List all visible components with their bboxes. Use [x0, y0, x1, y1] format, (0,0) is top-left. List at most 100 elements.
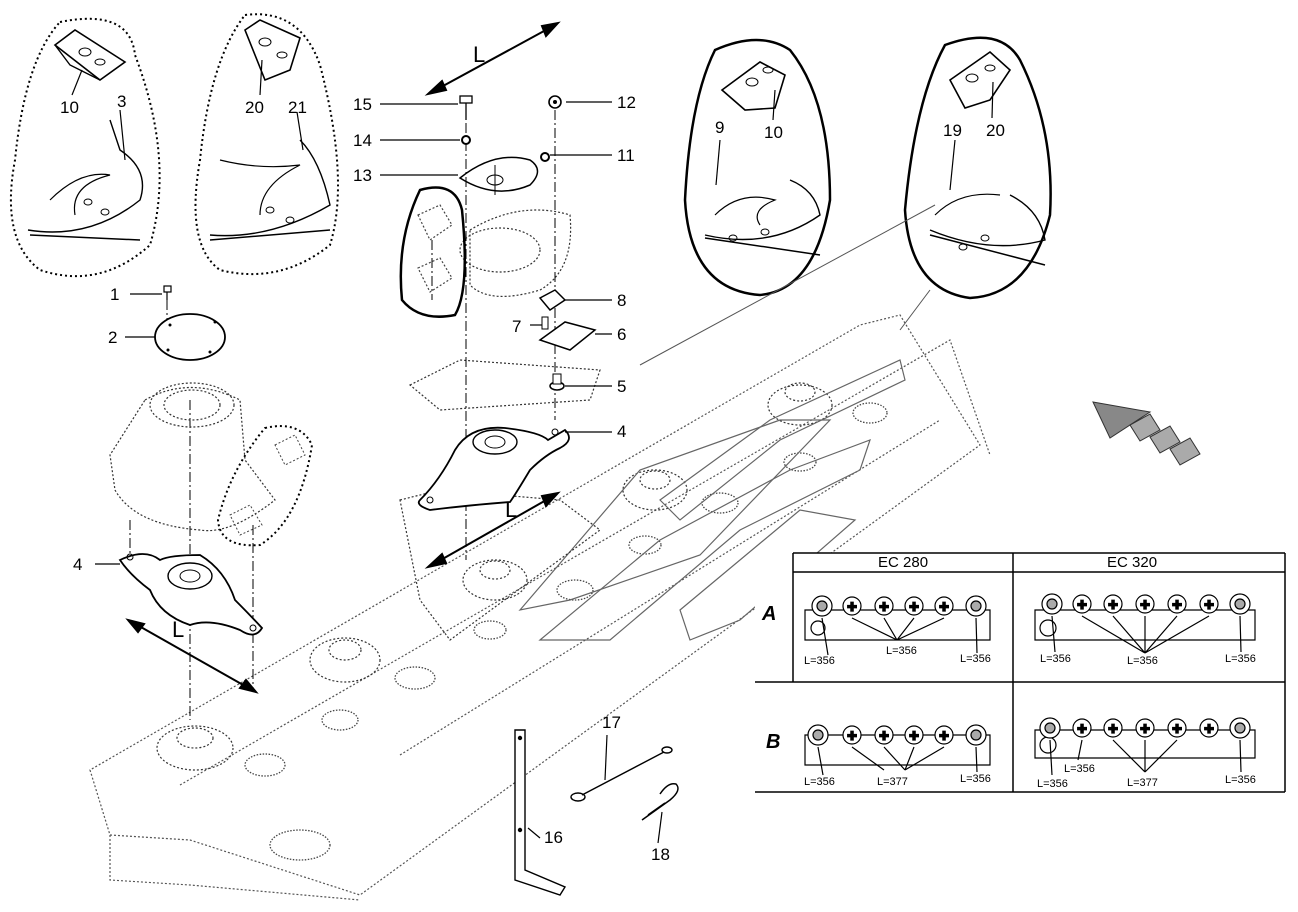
lynch-pin-18: [641, 782, 679, 821]
schematic-a-ec320: ✚ ✚ ✚ ✚ ✚: [1034, 593, 1256, 654]
dim-label-top: L: [473, 42, 485, 67]
col-header-ec280: EC 280: [878, 554, 928, 571]
knife-holder-bubble: [399, 186, 467, 318]
dim-label-middle: L: [505, 497, 517, 522]
schematic-b-ec320: ✚ ✚ ✚ ✚ ✚: [1034, 717, 1256, 776]
callout-5: 5: [617, 377, 626, 396]
svg-text:✚: ✚: [909, 600, 919, 614]
b-ec320-right: L=356: [1225, 774, 1256, 786]
layout-table: EC 280 EC 320 A B ✚ ✚ ✚ ✚ L=356 L=356 L=…: [755, 552, 1286, 793]
washer-14: [461, 135, 471, 145]
a-ec280-mid: L=356: [886, 645, 917, 657]
knife-holder-4-top: [417, 426, 570, 511]
callout-8: 8: [617, 291, 626, 310]
detail-bubble-knife-21: [194, 13, 339, 276]
schematic-a-ec280: ✚ ✚ ✚ ✚: [804, 595, 991, 656]
svg-text:✚: ✚: [847, 600, 857, 614]
a-ec280-right: L=356: [960, 653, 991, 665]
cutter-bar: [89, 314, 991, 901]
knife-holder-bubble-left: [216, 425, 314, 547]
dim-arrow-middle: [424, 491, 561, 569]
detail-bubble-knife-19: [639, 36, 1052, 366]
schematic-b-ec280: ✚ ✚ ✚ ✚: [804, 724, 991, 776]
spacer-6: [538, 321, 597, 351]
callout-12: 12: [617, 93, 636, 112]
callout-10-right: 10: [764, 123, 783, 142]
callout-18: 18: [651, 845, 670, 864]
b-ec320-mid: L=377: [1127, 777, 1158, 789]
callout-16: 16: [544, 828, 563, 847]
svg-text:✚: ✚: [1172, 598, 1182, 612]
a-ec280-left: L=356: [804, 655, 835, 667]
b-ec280-left: L=356: [804, 776, 835, 788]
detail-bubble-knife-9: [683, 38, 832, 297]
callout-14: 14: [353, 131, 372, 150]
svg-text:✚: ✚: [1140, 598, 1150, 612]
svg-text:✚: ✚: [879, 729, 889, 743]
svg-text:✚: ✚: [1172, 722, 1182, 736]
svg-text:✚: ✚: [909, 729, 919, 743]
gear-rings: [244, 402, 888, 861]
row-label-b: B: [766, 731, 780, 753]
cover-plate-2: [154, 313, 226, 361]
dim-arrow-left: [125, 618, 259, 694]
wrench-16: [514, 729, 567, 896]
knife-holder-4-left: [118, 553, 264, 636]
leader-lines: [71, 59, 994, 844]
svg-text:✚: ✚: [1077, 598, 1087, 612]
nut-12: [548, 95, 562, 109]
row-label-a: A: [761, 603, 776, 625]
svg-text:✚: ✚: [879, 600, 889, 614]
b-ec320-left2: L=356: [1064, 763, 1095, 775]
holder-plate-8: [538, 289, 567, 311]
left-gearbox-housing: [109, 382, 276, 532]
callout-10-left: 10: [60, 98, 79, 117]
direction-arrow-icon: [1092, 401, 1201, 466]
callout-20-right: 20: [986, 121, 1005, 140]
detail-bubble-knife-3: [9, 17, 161, 278]
screw-7: [541, 316, 549, 330]
svg-text:✚: ✚: [1108, 722, 1118, 736]
svg-text:✚: ✚: [1108, 598, 1118, 612]
svg-text:✚: ✚: [1204, 598, 1214, 612]
callout-20-left: 20: [245, 98, 264, 117]
dim-arrow-top: [424, 21, 561, 96]
callout-4-left: 4: [73, 555, 82, 574]
callout-1: 1: [110, 285, 119, 304]
dash-lines: [129, 105, 556, 720]
cable-17: [570, 746, 673, 802]
callout-9: 9: [715, 118, 724, 137]
callout-3: 3: [117, 92, 126, 111]
callout-labels: 1 2 3 4 4 5 6 7 8 9 10 10 11 12 13 14 15…: [60, 42, 1005, 864]
svg-text:✚: ✚: [939, 729, 949, 743]
center-disc-housing: [399, 209, 602, 641]
callout-21: 21: [288, 98, 307, 117]
a-ec320-left: L=356: [1040, 653, 1071, 665]
disc-hubs: [156, 382, 833, 771]
callout-2: 2: [108, 328, 117, 347]
a-ec320-mid: L=356: [1127, 655, 1158, 667]
svg-text:✚: ✚: [1077, 722, 1087, 736]
bar-overlays: [518, 359, 906, 641]
b-ec280-right: L=356: [960, 773, 991, 785]
svg-text:✚: ✚: [1204, 722, 1214, 736]
cap-13: [458, 156, 539, 195]
callout-15: 15: [353, 95, 372, 114]
bolt-5: [549, 373, 565, 391]
rivet-1: [163, 285, 172, 300]
callout-11: 11: [617, 146, 635, 165]
callout-6: 6: [617, 325, 626, 344]
svg-text:✚: ✚: [1140, 722, 1150, 736]
svg-text:✚: ✚: [939, 600, 949, 614]
col-header-ec320: EC 320: [1107, 554, 1157, 571]
callout-17: 17: [602, 713, 621, 732]
svg-text:✚: ✚: [847, 729, 857, 743]
bolt-15: [459, 95, 473, 120]
callout-4-top: 4: [617, 422, 626, 441]
nut-11: [540, 152, 550, 162]
callout-19: 19: [943, 121, 962, 140]
a-ec320-right: L=356: [1225, 653, 1256, 665]
b-ec280-mid: L=377: [877, 776, 908, 788]
